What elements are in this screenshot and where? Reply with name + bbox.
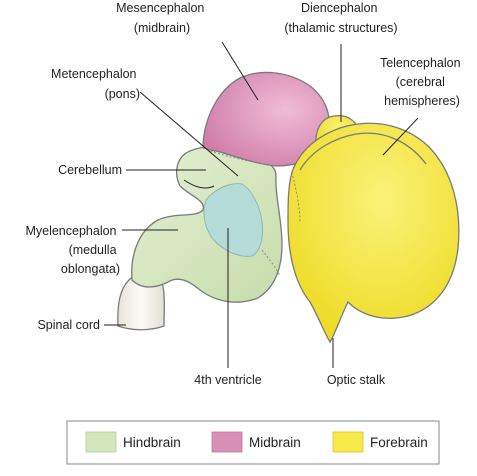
leader-mesencephalon (221, 41, 259, 101)
labels: Mesencephalon (midbrain) Diencephalon (t… (25, 1, 464, 387)
leader-telencephalon (382, 117, 419, 156)
label-mesencephalon: Mesencephalon (midbrain) (116, 1, 208, 35)
label-metencephalon: Metencephalon (pons) (51, 67, 140, 101)
legend-swatch-hindbrain (85, 431, 117, 453)
legend: Hindbrain Midbrain Forebrain (66, 420, 440, 465)
brain-illustration (117, 71, 460, 344)
fourth-ventricle-shape (203, 183, 263, 257)
label-diencephalon: Diencephalon (thalamic structures) (284, 1, 397, 35)
legend-label-forebrain: Forebrain (370, 435, 428, 450)
forebrain-shape (287, 122, 460, 344)
label-fourth-ventricle: 4th ventricle (194, 373, 261, 387)
legend-swatch-forebrain (332, 431, 364, 453)
legend-box (66, 420, 440, 465)
legend-label-midbrain: Midbrain (249, 435, 301, 450)
label-telencephalon: Telencephalon (cerebral hemispheres) (380, 56, 464, 108)
label-spinal-cord: Spinal cord (37, 318, 100, 332)
label-cerebellum: Cerebellum (58, 163, 122, 177)
legend-label-hindbrain: Hindbrain (123, 435, 181, 450)
leader-lines (104, 41, 419, 368)
leader-metencephalon (139, 91, 239, 177)
label-optic-stalk: Optic stalk (327, 373, 386, 387)
label-myelencephalon: Myelencephalon (medulla oblongata) (25, 224, 120, 276)
legend-swatch-midbrain (211, 431, 243, 453)
